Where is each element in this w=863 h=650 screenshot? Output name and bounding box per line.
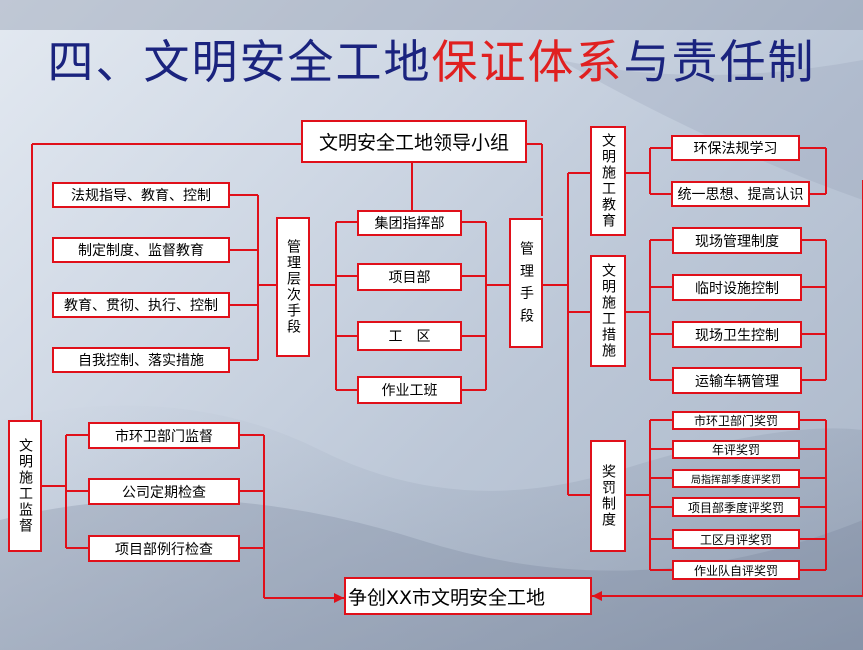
left-item-2: 制定制度、监督教育 [52, 237, 230, 263]
management-means-box: 管 理 手 段 [509, 218, 543, 348]
left-item-label: 法规指导、教育、控制 [71, 188, 211, 204]
rewards-item-6: 作业队自评奖罚 [672, 560, 800, 580]
center-item-4: 作业工班 [357, 376, 462, 404]
measures-item-2: 临时设施控制 [672, 274, 802, 301]
management-level-label: 管理层次手段 [285, 239, 301, 335]
rewards-item-1: 市环卫部门奖罚 [672, 411, 800, 430]
education-group-box: 文明施工教育 [590, 126, 626, 236]
title-part-1: 四、文明安全工地 [47, 35, 432, 89]
measures-item-label: 现场管理制度 [695, 233, 779, 250]
measures-item-1: 现场管理制度 [672, 227, 802, 254]
supervision-label: 文明施工监督 [17, 438, 33, 534]
rewards-item-label: 项目部季度评奖罚 [687, 500, 784, 515]
rewards-group-label: 奖罚制度 [600, 464, 616, 528]
supervision-item-3: 项目部例行检查 [88, 535, 240, 562]
supervision-box: 文明施工监督 [8, 420, 42, 552]
education-item-2: 统一思想、提高认识 [671, 181, 810, 207]
title-part-3: 与责任制 [623, 35, 816, 89]
rewards-item-label: 年评奖罚 [711, 443, 760, 457]
left-item-4: 自我控制、落实措施 [52, 347, 230, 373]
left-item-label: 制定制度、监督教育 [78, 243, 204, 259]
supervision-item-label: 市环卫部门监督 [115, 428, 213, 445]
rewards-item-label: 作业队自评奖罚 [693, 563, 778, 578]
measures-item-label: 临时设施控制 [695, 280, 779, 297]
center-item-label: 项目部 [388, 270, 431, 286]
education-item-label: 环保法规学习 [693, 141, 778, 157]
rewards-item-5: 工区月评奖罚 [672, 529, 800, 549]
rewards-item-3: 局指挥部季度评奖罚 [672, 469, 800, 488]
rewards-item-label: 市环卫部门奖罚 [693, 414, 778, 428]
page-title: 四、文明安全工地保证体系与责任制 [0, 32, 863, 92]
center-item-3: 工 区 [357, 321, 462, 351]
left-item-3: 教育、贯彻、执行、控制 [52, 292, 230, 318]
left-item-label: 教育、贯彻、执行、控制 [64, 298, 218, 314]
rewards-item-4: 项目部季度评奖罚 [672, 497, 800, 517]
goal-label: 争创XX市文明安全工地 [348, 586, 546, 609]
center-item-label: 作业工班 [381, 383, 438, 399]
center-item-2: 项目部 [357, 263, 462, 291]
measures-item-4: 运输车辆管理 [672, 367, 802, 394]
management-means-label: 管 理 手 段 [518, 241, 534, 325]
goal-box: 争创XX市文明安全工地 [344, 577, 592, 615]
left-item-label: 自我控制、落实措施 [78, 353, 204, 369]
supervision-item-label: 公司定期检查 [122, 484, 206, 501]
rewards-item-label: 局指挥部季度评奖罚 [691, 475, 781, 486]
leadership-group-box: 文明安全工地领导小组 [301, 120, 527, 163]
management-level-box: 管理层次手段 [276, 217, 310, 357]
measures-group-box: 文明施工措施 [590, 255, 626, 367]
center-item-label: 工 区 [388, 329, 431, 345]
education-item-1: 环保法规学习 [671, 135, 800, 161]
measures-item-3: 现场卫生控制 [672, 321, 802, 348]
center-item-1: 集团指挥部 [357, 210, 462, 236]
supervision-item-1: 市环卫部门监督 [88, 422, 240, 449]
left-item-1: 法规指导、教育、控制 [52, 182, 230, 208]
measures-group-label: 文明施工措施 [600, 263, 616, 359]
leadership-group-label: 文明安全工地领导小组 [318, 132, 509, 154]
supervision-item-2: 公司定期检查 [88, 478, 240, 505]
education-group-label: 文明施工教育 [600, 133, 616, 229]
rewards-group-box: 奖罚制度 [590, 440, 626, 552]
title-highlight: 保证体系 [431, 35, 624, 89]
supervision-item-label: 项目部例行检查 [115, 541, 213, 558]
measures-item-label: 运输车辆管理 [695, 373, 779, 390]
education-item-label: 统一思想、提高认识 [677, 187, 804, 203]
measures-item-label: 现场卫生控制 [695, 327, 779, 344]
rewards-item-2: 年评奖罚 [672, 440, 800, 459]
rewards-item-label: 工区月评奖罚 [699, 532, 772, 547]
center-item-label: 集团指挥部 [374, 216, 445, 232]
